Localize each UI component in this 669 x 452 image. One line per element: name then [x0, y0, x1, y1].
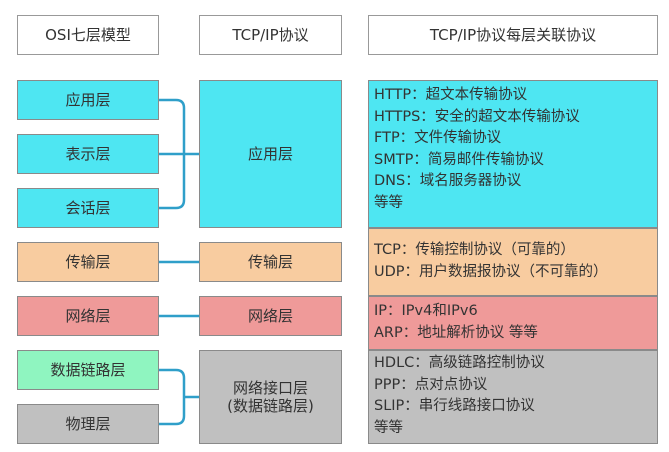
- link-protocols: HDLC：高级链路控制协议 PPP：点对点协议 SLIP：串行线路接口协议 等等: [368, 350, 658, 444]
- protocol-item: ARP：地址解析协议 等等: [374, 324, 538, 341]
- protocol-item: UDP：用户数据报协议（不可靠的）: [374, 263, 608, 280]
- osi-physical-layer: 物理层: [17, 404, 159, 444]
- osi-network-layer: 网络层: [17, 296, 159, 336]
- link-bracket: [159, 368, 186, 426]
- protocol-item: 等等: [374, 194, 403, 211]
- network-protocols: IP：IPv4和IPv6 ARP：地址解析协议 等等: [368, 296, 658, 350]
- application-protocols: HTTP：超文本传输协议 HTTPS：安全的超文本传输协议 FTP：文件传输协议…: [368, 80, 658, 228]
- osi-datalink-layer: 数据链路层: [17, 350, 159, 390]
- osi-transport-layer: 传输层: [17, 242, 159, 282]
- tcpip-link-layer-sublabel: (数据链路层): [227, 397, 314, 415]
- osi-session-layer: 会话层: [17, 188, 159, 228]
- tcpip-link-layer: 网络接口层 (数据链路层): [199, 350, 342, 444]
- header-osi-model: OSI七层模型: [17, 15, 159, 55]
- protocol-item: SMTP：简易邮件传输协议: [374, 151, 544, 168]
- protocol-item: PPP：点对点协议: [374, 376, 488, 393]
- protocol-item: TCP：传输控制协议（可靠的）: [374, 242, 575, 258]
- header-tcpip: TCP/IP协议: [199, 15, 342, 55]
- osi-application-layer: 应用层: [17, 80, 159, 120]
- protocol-item: HTTPS：安全的超文本传输协议: [374, 108, 580, 125]
- osi-presentation-layer: 表示层: [17, 134, 159, 174]
- app-bracket: [159, 98, 186, 210]
- tcpip-application-layer: 应用层: [199, 80, 342, 228]
- protocol-item: SLIP：串行线路接口协议: [374, 398, 535, 414]
- protocol-item: FTP：文件传输协议: [374, 130, 502, 146]
- protocol-item: HTTP：超文本传输协议: [374, 87, 528, 103]
- protocol-item: 等等: [374, 419, 403, 436]
- header-tcpip-protocols: TCP/IP协议每层关联协议: [368, 15, 658, 55]
- protocol-item: HDLC：高级链路控制协议: [374, 355, 545, 371]
- tcpip-link-layer-label: 网络接口层: [232, 379, 308, 397]
- transport-protocols: TCP：传输控制协议（可靠的） UDP：用户数据报协议（不可靠的）: [368, 228, 658, 296]
- tcpip-transport-layer: 传输层: [199, 242, 342, 282]
- protocol-item: DNS：域名服务器协议: [374, 173, 522, 189]
- protocol-item: IP：IPv4和IPv6: [374, 303, 478, 319]
- tcpip-network-layer: 网络层: [199, 296, 342, 336]
